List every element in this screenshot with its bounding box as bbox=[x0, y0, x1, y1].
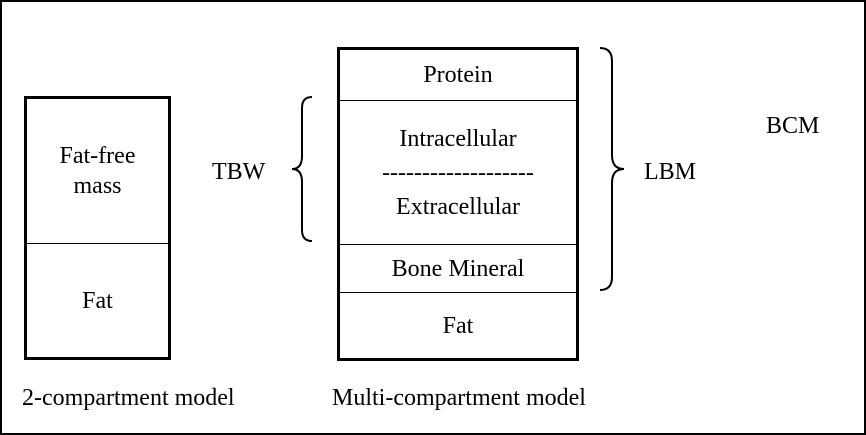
extracellular-label: Extracellular bbox=[396, 193, 520, 220]
fluid-separator: ------------------- bbox=[382, 159, 534, 186]
fat-label-mc: Fat bbox=[442, 312, 474, 339]
multi-compartment-box: Protein Intracellular ------------------… bbox=[337, 47, 579, 361]
fat-free-mass-label-line2: mass bbox=[73, 173, 122, 199]
bcm-label: BCM bbox=[766, 113, 820, 139]
bone-mineral-compartment: Bone Mineral bbox=[340, 245, 576, 293]
two-compartment-box: Fat-free mass Fat bbox=[24, 96, 171, 360]
multi-compartment-caption: Multi-compartment model bbox=[332, 385, 586, 411]
tbw-label: TBW bbox=[212, 159, 266, 185]
fat-free-mass-compartment: Fat-free mass bbox=[27, 99, 168, 244]
fat-compartment-2c: Fat bbox=[27, 244, 168, 357]
tbw-brace bbox=[291, 96, 313, 242]
lbm-brace bbox=[599, 47, 625, 291]
bone-mineral-label: Bone Mineral bbox=[391, 255, 525, 282]
intracellular-label: Intracellular bbox=[399, 125, 517, 152]
lbm-label: LBM bbox=[644, 159, 697, 185]
fat-free-mass-label-line1: Fat-free bbox=[59, 143, 136, 169]
protein-label: Protein bbox=[423, 62, 493, 88]
fat-compartment-mc: Fat bbox=[340, 293, 576, 358]
water-compartment: Intracellular ------------------- Extrac… bbox=[340, 101, 576, 245]
fat-label-2c: Fat bbox=[82, 287, 113, 314]
protein-compartment: Protein bbox=[340, 50, 576, 101]
two-compartment-caption: 2-compartment model bbox=[22, 385, 235, 411]
